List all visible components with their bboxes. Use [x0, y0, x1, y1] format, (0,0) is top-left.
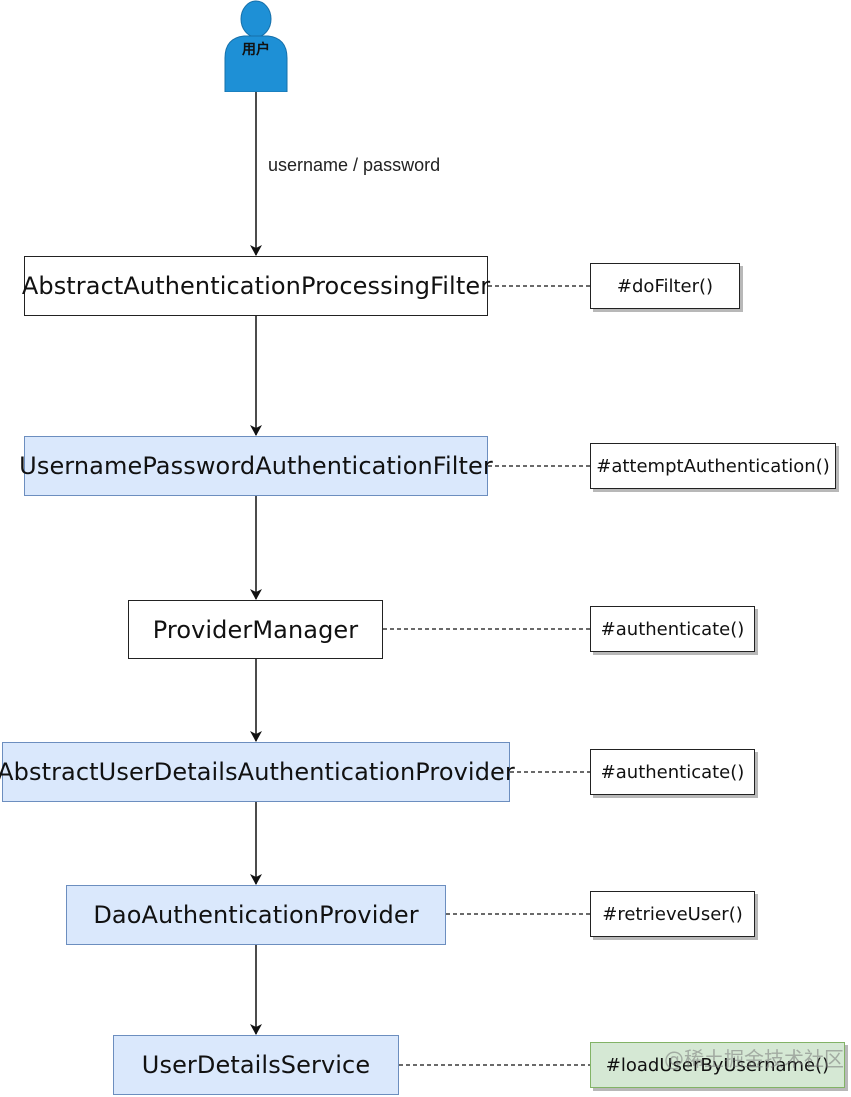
method-attempt-authentication: #attemptAuthentication() [590, 443, 836, 489]
node-dao-authentication-provider: DaoAuthenticationProvider [66, 885, 446, 945]
node-user-details-service: UserDetailsService [113, 1035, 399, 1095]
watermark: @稀土掘金技术社区 [664, 1047, 844, 1071]
user-actor: 用户 [222, 0, 290, 92]
method-retrieve-user: #retrieveUser() [590, 891, 755, 937]
method-load-user-by-username: #loadUserByUsername() [590, 1042, 845, 1088]
method-authenticate-provider-manager: #authenticate() [590, 606, 755, 652]
credentials-label: username / password [268, 155, 441, 175]
node-abstract-authentication-processing-filter: AbstractAuthenticationProcessingFilter [22, 256, 490, 316]
node-provider-manager: ProviderManager [128, 600, 383, 659]
method-do-filter: #doFilter() [590, 263, 740, 309]
method-authenticate-abstract-provider: #authenticate() [590, 749, 755, 795]
node-username-password-authentication-filter: UsernamePasswordAuthenticationFilter [19, 436, 493, 496]
node-abstract-user-details-authentication-provider: AbstractUserDetailsAuthenticationProvide… [0, 742, 515, 802]
user-label: 用户 [242, 42, 270, 58]
user-icon [224, 0, 288, 92]
